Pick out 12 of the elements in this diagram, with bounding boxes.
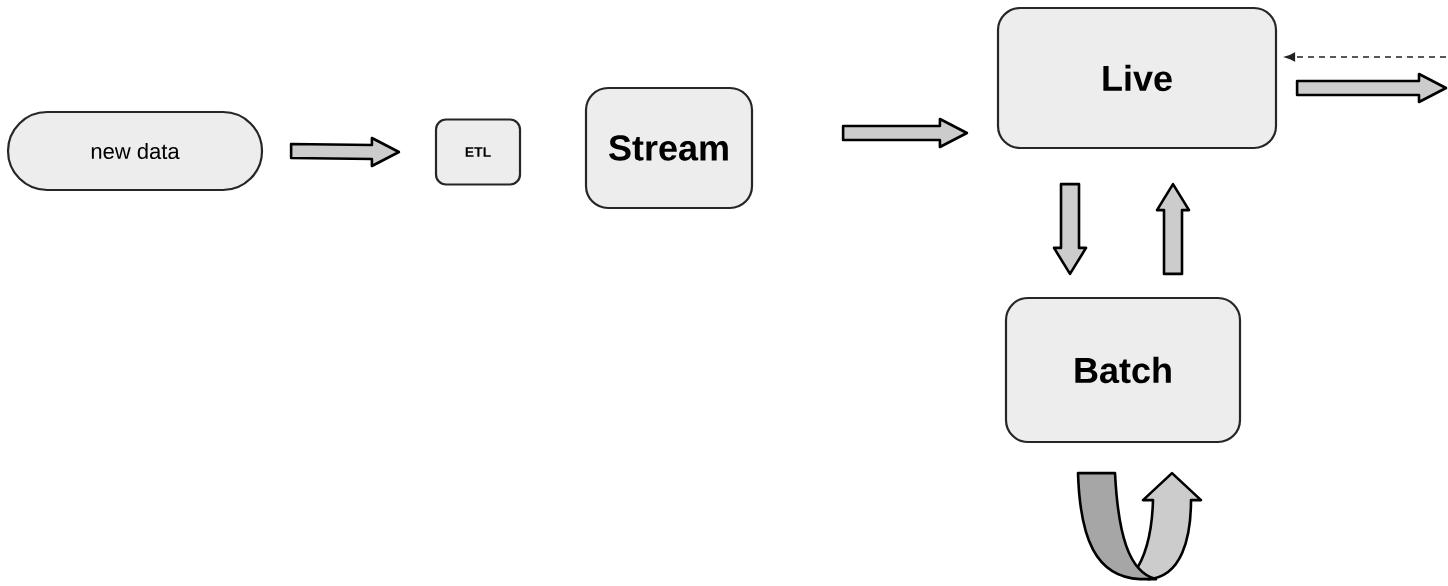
u-turn-arrow [1076,471,1203,581]
rounded-box: ETL [434,118,522,186]
rounded-box: Live [996,6,1278,150]
dashed-arrow [1285,52,1447,62]
rounded-box: Batch [1004,296,1242,444]
block-arrow [289,136,401,168]
block-arrow [1295,72,1448,104]
pill-box: new data [6,110,264,192]
block-arrow [1052,182,1088,276]
block-arrow [841,117,969,149]
block-arrow [1155,182,1191,276]
rounded-box: Stream [584,86,754,210]
